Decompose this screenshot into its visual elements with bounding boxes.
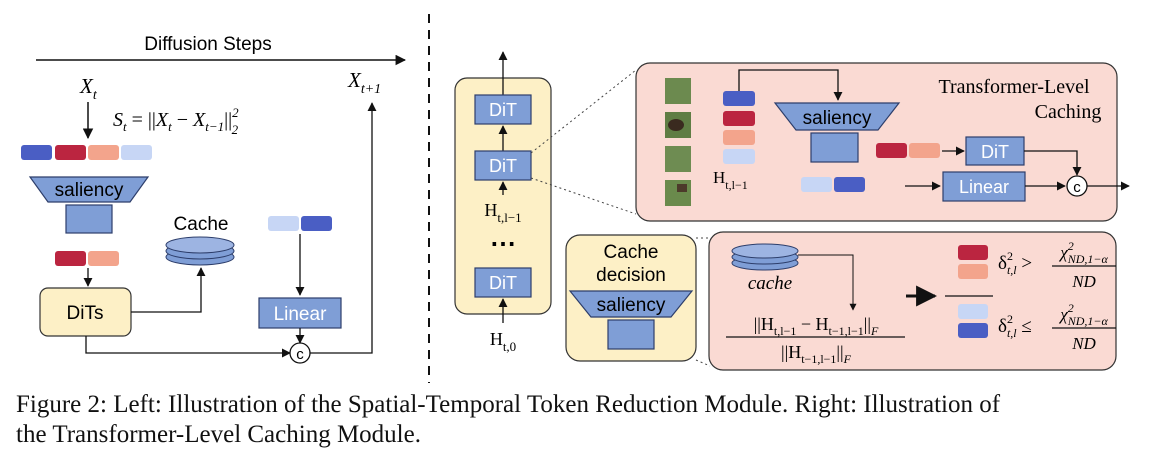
concat-label: c: [1073, 179, 1081, 196]
token-red: [723, 111, 755, 126]
rule-top-denominator: ND: [1071, 272, 1096, 291]
xt-label: Xt: [79, 74, 98, 103]
dits-to-cache-arrow: [131, 267, 206, 313]
saliency-body: [65, 204, 113, 234]
saliency-label: saliency: [55, 180, 124, 201]
saliency-module: [568, 290, 694, 318]
linear-label: Linear: [959, 177, 1009, 197]
zoom-line: [530, 69, 637, 154]
saliency-module: [773, 102, 901, 131]
saliency-label: saliency: [597, 295, 666, 316]
saliency-label: saliency: [803, 108, 872, 129]
dit-block-bottom: [474, 267, 532, 298]
transformer-caching-title: Transformer-Level: [938, 76, 1089, 98]
token-dark-blue: [834, 177, 865, 192]
token-red: [55, 145, 86, 160]
video-frame-thumbnails: [665, 78, 691, 206]
transformer-caching-title-2: Caching: [1035, 101, 1102, 123]
caption-line-2: the Transformer-Level Caching Module.: [16, 421, 421, 448]
token-dark-blue: [301, 216, 332, 231]
cache-label: cache: [748, 273, 792, 294]
dits-to-concat-arrow: [85, 336, 291, 358]
concat-label: c: [296, 346, 304, 363]
linear-block: [258, 297, 342, 329]
dit-block-top: [474, 94, 532, 125]
cache-stack-icon: [731, 243, 799, 271]
cache-to-formula-arrow: [798, 254, 857, 311]
cache-decision-title: Cache: [604, 242, 659, 263]
token-light-blue: [958, 304, 988, 319]
dit-label: DiT: [981, 142, 1009, 162]
token-red: [55, 251, 86, 266]
dit-label: DiT: [489, 156, 517, 176]
token-light-blue: [121, 145, 152, 160]
linear-label: Linear: [274, 304, 327, 325]
zoom-line: [530, 177, 637, 215]
token-salmon: [88, 251, 119, 266]
saliency-module: [28, 176, 150, 203]
token-dark-blue: [21, 145, 52, 160]
token-salmon: [88, 145, 119, 160]
dit-to-concat-arrow: [1024, 150, 1082, 176]
token-dark-blue: [723, 91, 755, 106]
cache-label: Cache: [174, 214, 229, 235]
token-light-blue: [723, 149, 755, 164]
dit-label: DiT: [489, 100, 517, 120]
figure-caption: Figure 2: Left: Illustration of the Spat…: [16, 390, 1141, 450]
dits-label: DiTs: [67, 303, 104, 324]
cache-stack-icon: [165, 236, 235, 266]
saliency-body: [810, 132, 859, 163]
token-dark-blue: [958, 323, 988, 338]
concat-to-output-arrow: [310, 102, 377, 354]
cache-decision-title-2: decision: [596, 265, 666, 286]
h-input-label: Ht,0: [490, 329, 516, 354]
caption-line-1: Figure 2: Left: Illustration of the Spat…: [16, 391, 1001, 418]
token-salmon: [909, 143, 940, 158]
token-red: [876, 143, 907, 158]
token-red: [958, 245, 988, 260]
dit-label: DiT: [489, 273, 517, 293]
token-salmon: [723, 130, 755, 145]
dit-stack: DiT DiT Ht,l−1 ⋯ DiT Ht,0: [454, 51, 552, 354]
transformer-caching-panel: Transformer-Level Caching Ht,l−1 salienc…: [635, 62, 1130, 222]
left-panel: Diffusion Steps Xt Xt+1 St = ||Xt − Xt−1…: [21, 34, 407, 364]
saliency-body: [607, 319, 655, 350]
diffusion-steps-label: Diffusion Steps: [144, 34, 271, 55]
ellipsis: ⋯: [490, 229, 516, 258]
dit-block: [965, 136, 1025, 166]
xt1-label: Xt+1: [347, 68, 381, 97]
zoom-line: [695, 359, 711, 367]
token-light-blue: [801, 177, 832, 192]
rule-bottom-denominator: ND: [1071, 334, 1096, 353]
tokens-to-saliency-arrow: [738, 69, 843, 101]
token-salmon: [958, 264, 988, 279]
token-light-blue: [268, 216, 299, 231]
cache-decision-detail: [708, 231, 1117, 371]
diagram-canvas: Diffusion Steps Xt Xt+1 St = ||Xt − Xt−1…: [21, 14, 1130, 383]
dit-block-mid: [474, 150, 532, 181]
cache-decision-panel: Cache decision saliency cache ||Ht,l−1 −…: [565, 231, 1117, 371]
